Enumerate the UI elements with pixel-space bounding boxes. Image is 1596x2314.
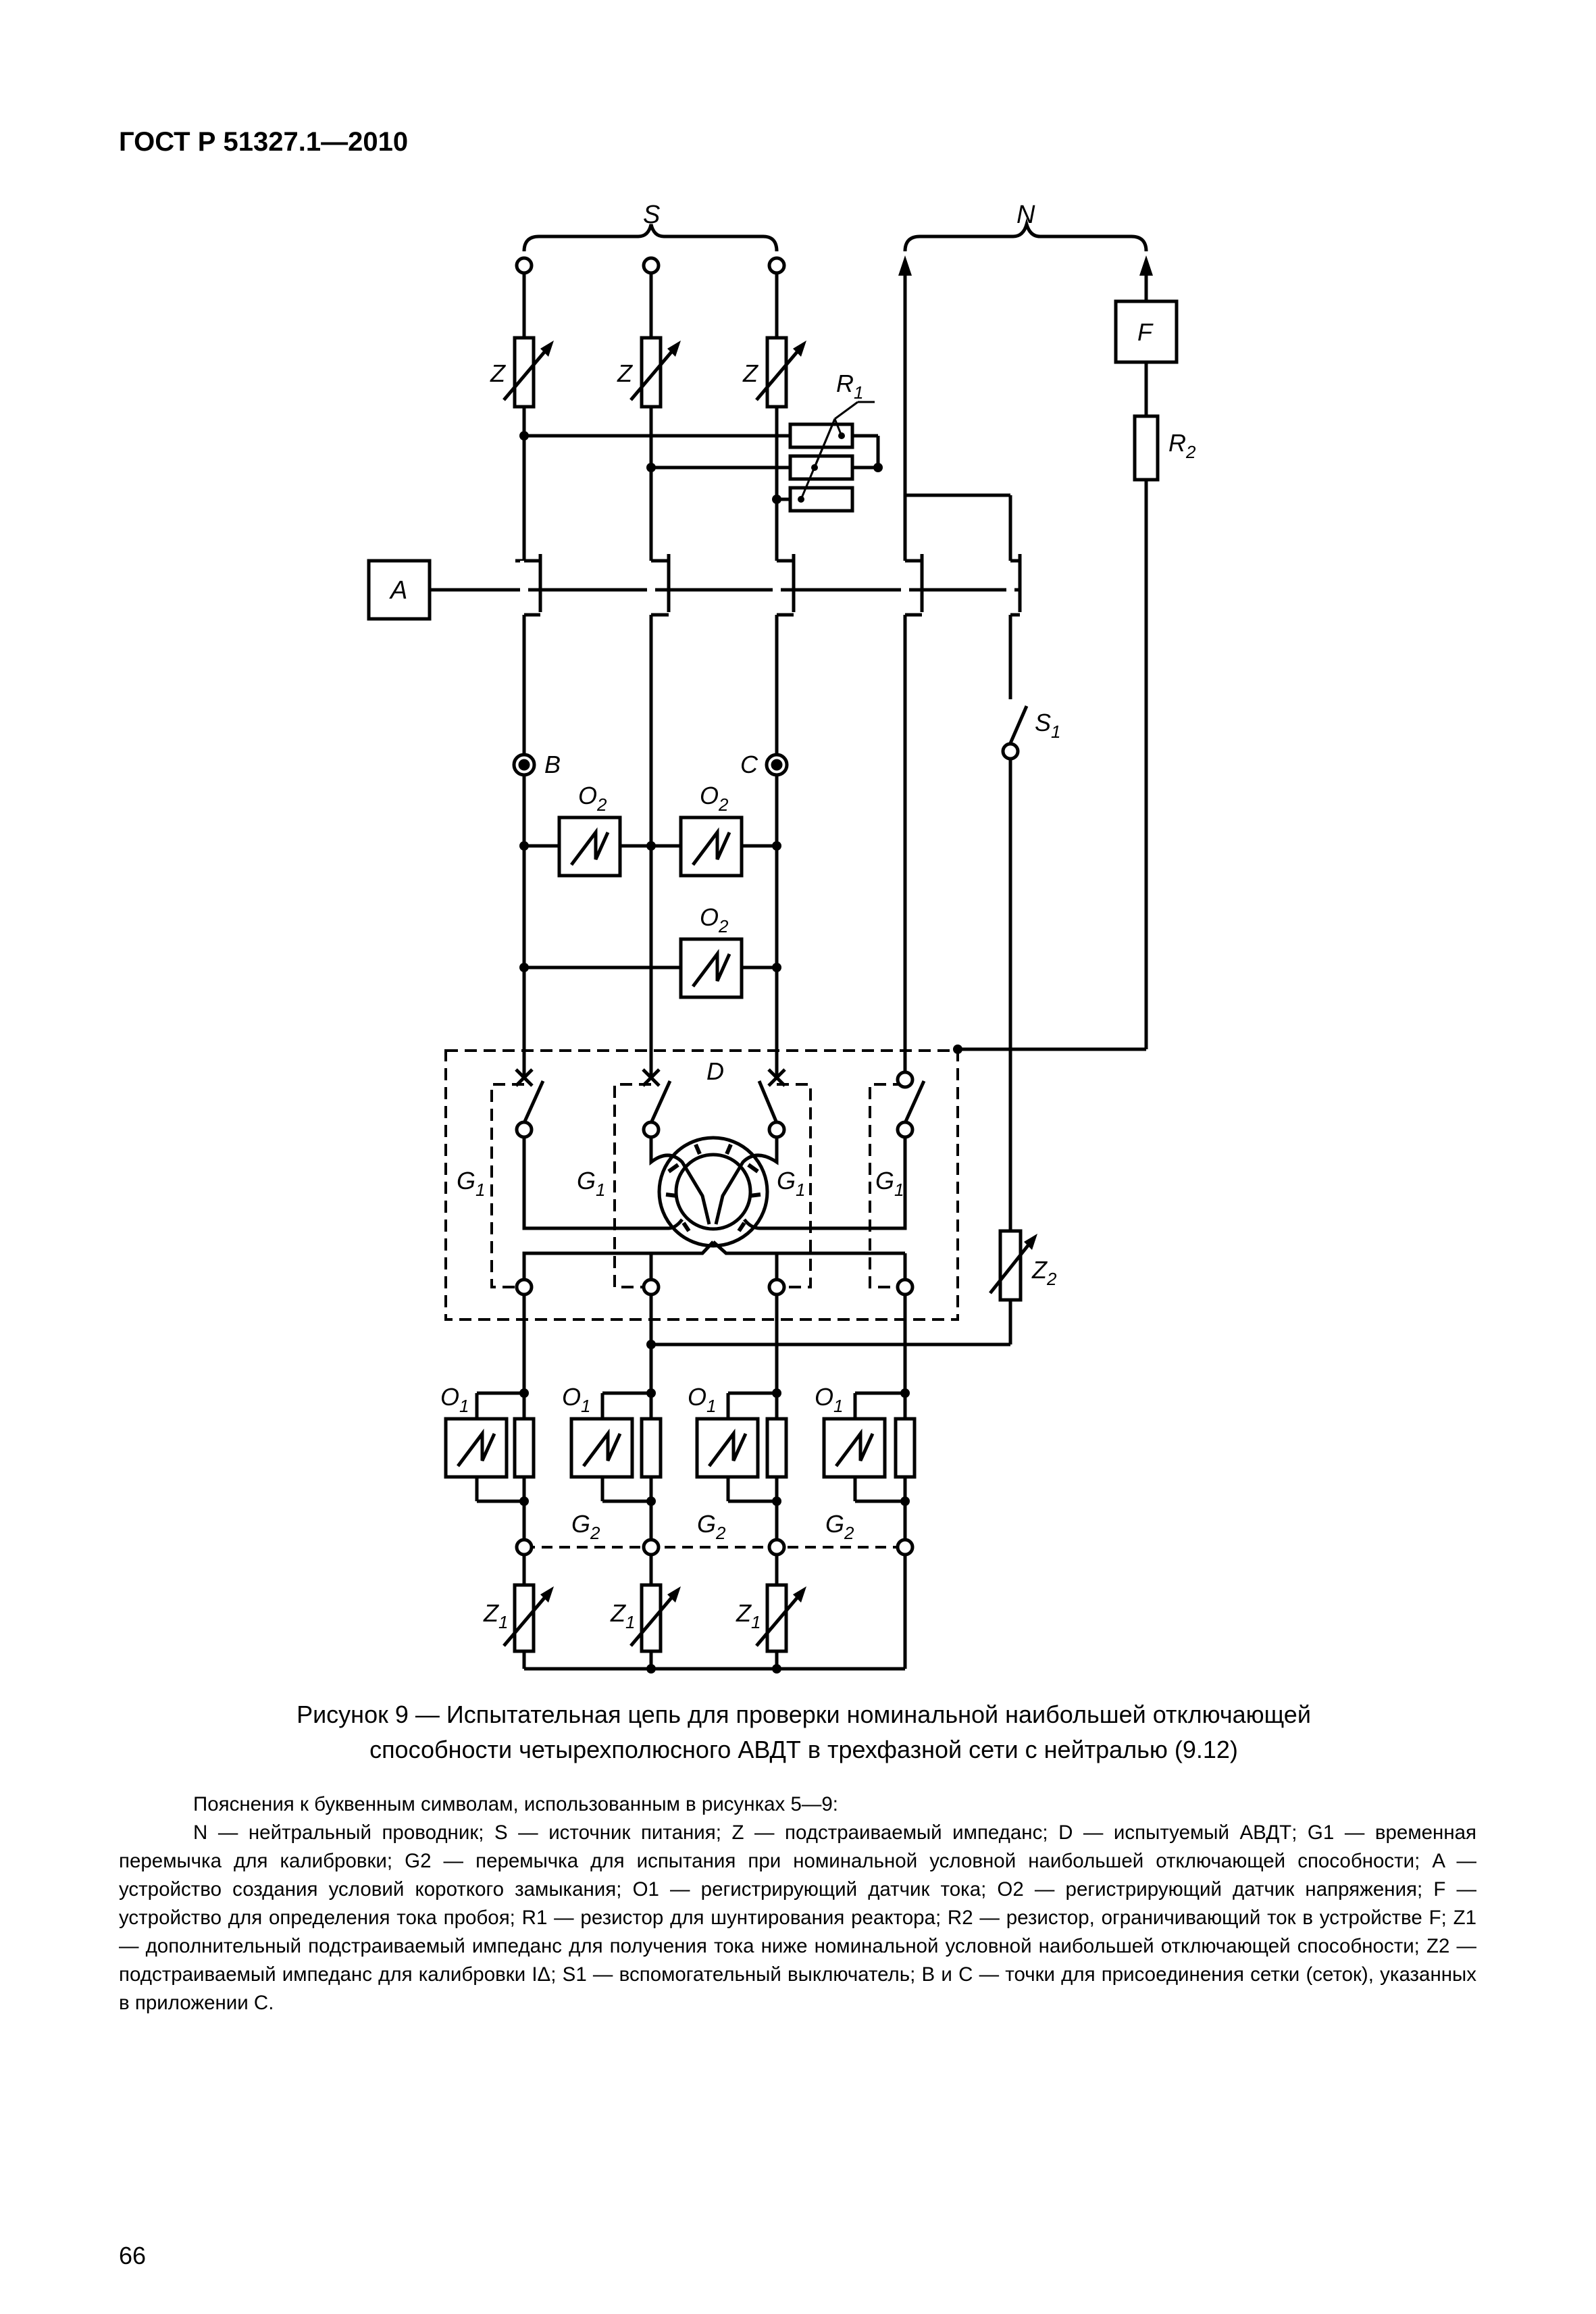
resistor-r2: [1133, 414, 1160, 482]
impedances-z: [503, 336, 806, 409]
label-z-3: Z: [742, 359, 758, 387]
label-o2-3: O2: [700, 903, 729, 936]
label-g2-3: G2: [825, 1510, 854, 1543]
device-f: [1114, 299, 1179, 364]
label-g1-3: G1: [777, 1167, 805, 1200]
page-number: 66: [119, 2242, 147, 2269]
label-s1: S1: [1035, 709, 1060, 742]
label-d: D: [706, 1057, 724, 1085]
device-a: [367, 554, 1022, 621]
label-a: A: [389, 576, 407, 605]
supply-s: [515, 224, 786, 275]
label-g2-1: G2: [571, 1510, 600, 1543]
breaks-at-a: [520, 561, 1014, 615]
legend: Пояснения к буквенным символам, использо…: [119, 1790, 1476, 2017]
label-r2: R2: [1168, 429, 1196, 462]
label-z-1: Z: [490, 359, 506, 387]
label-o1-2: O1: [562, 1383, 590, 1416]
recorders-o2: [519, 815, 781, 999]
switch-s1: [1001, 705, 1029, 761]
caption-line-1: Рисунок 9 — Испытательная цепь для прове…: [297, 1701, 1311, 1728]
lower-section: [444, 1294, 917, 1540]
label-z1-3: Z1: [736, 1599, 761, 1632]
label-o1-1: O1: [440, 1383, 469, 1416]
label-z2: Z2: [1031, 1256, 1057, 1289]
device-d-contacts: [515, 1045, 962, 1297]
impedances-z1: [503, 1555, 907, 1674]
figure-caption: Рисунок 9 — Испытательная цепь для прове…: [203, 1697, 1405, 1767]
points-b-c: [512, 753, 789, 1078]
neutral-n: [898, 218, 1153, 276]
label-f: F: [1137, 318, 1154, 346]
label-g2-2: G2: [697, 1510, 726, 1543]
label-b: B: [544, 751, 561, 778]
label-r1: R1: [836, 370, 863, 403]
label-g1-1: G1: [457, 1167, 485, 1200]
label-z1-2: Z1: [610, 1599, 635, 1632]
contact-stubs: [524, 559, 1020, 617]
resistors-r1: [519, 401, 883, 513]
device-under-test-d: [444, 1049, 959, 1321]
label-c: C: [740, 751, 758, 778]
label-z-2: Z: [617, 359, 633, 387]
label-o1-4: O1: [815, 1383, 843, 1416]
phase-wires: [522, 273, 1148, 1231]
label-g1-2: G1: [577, 1167, 605, 1200]
label-o1-3: O1: [688, 1383, 716, 1416]
caption-line-2: способности четырехполюсного АВДТ в трех…: [369, 1736, 1238, 1763]
impedance-z2: [646, 1229, 1037, 1349]
label-g1-4: G1: [875, 1167, 904, 1200]
label-n: N: [1016, 201, 1035, 229]
device-f-and-r2: [1114, 299, 1179, 482]
label-z1-1: Z1: [483, 1599, 508, 1632]
label-s: S: [643, 201, 660, 229]
label-o2-1: O2: [578, 782, 607, 815]
legend-text: N — нейтральный проводник; S — источник …: [119, 1821, 1476, 2014]
legend-intro: Пояснения к буквенным символам, использо…: [193, 1793, 839, 1815]
document-header: ГОСТ Р 51327.1—2010: [119, 127, 409, 157]
label-o2-2: O2: [700, 782, 729, 815]
